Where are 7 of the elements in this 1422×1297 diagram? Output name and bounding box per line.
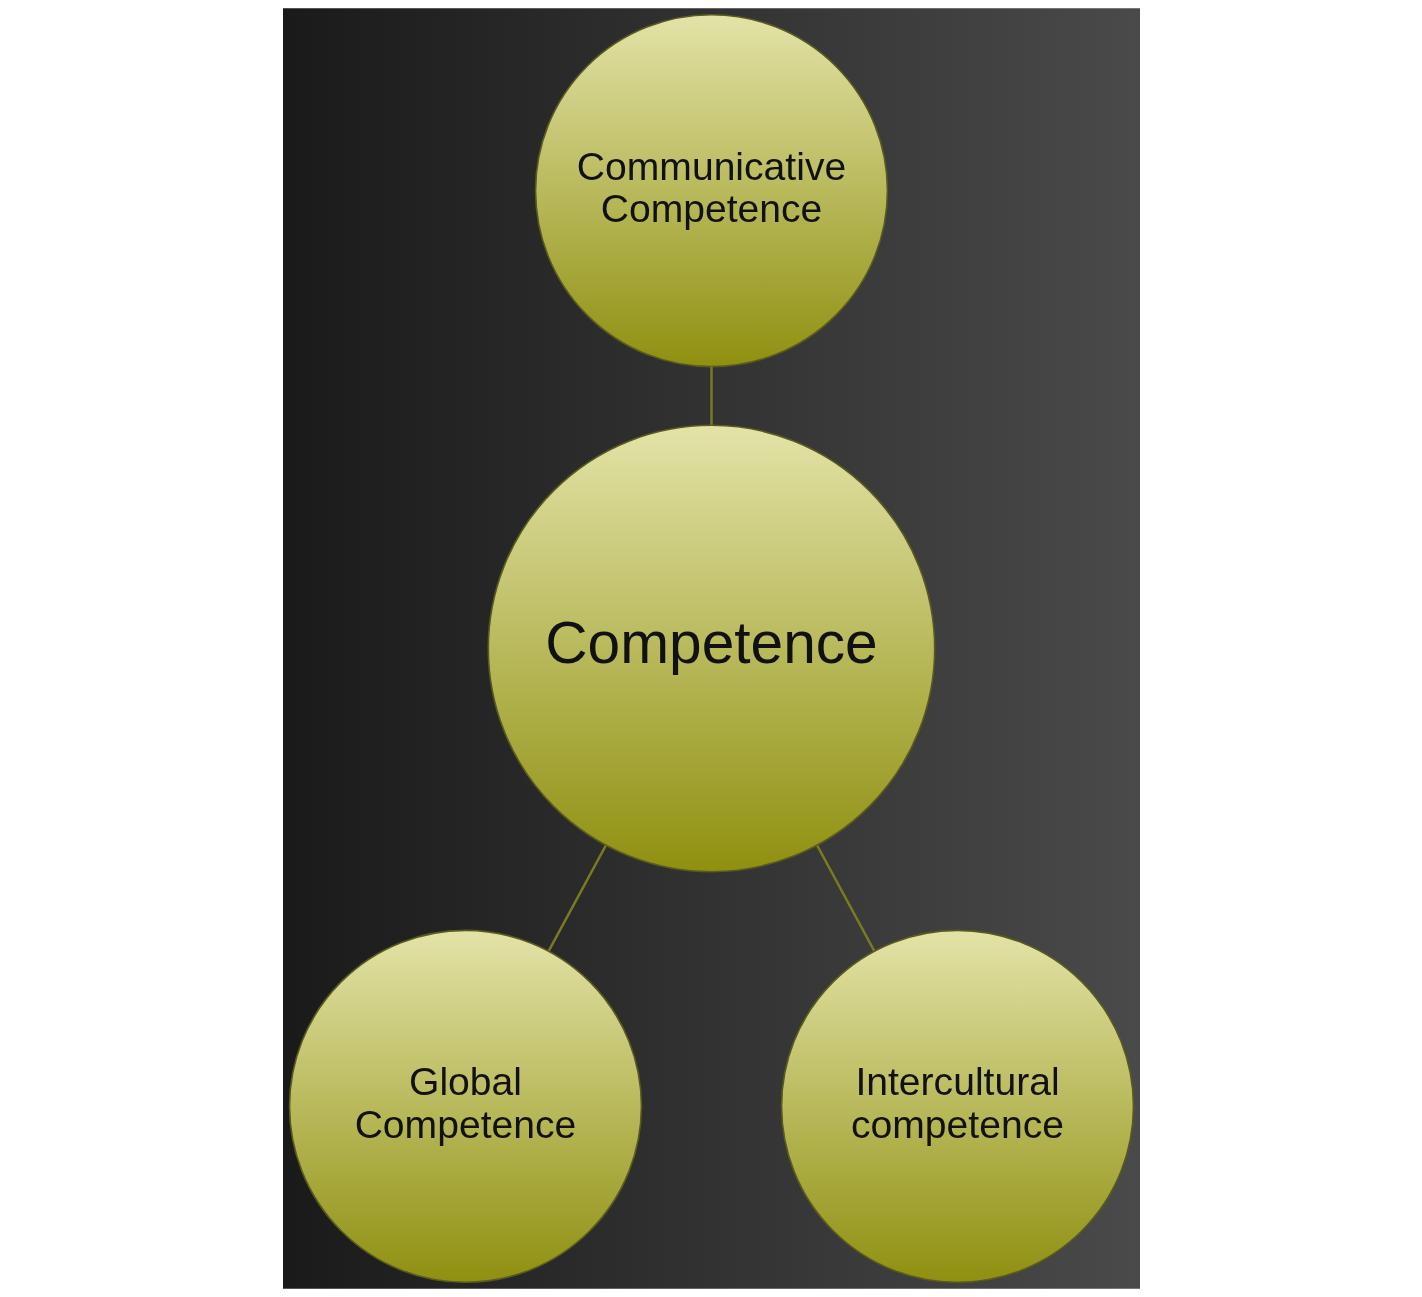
connector: [709, 366, 713, 425]
connector: [547, 844, 607, 952]
node-circle: Global Competence: [288, 929, 642, 1284]
node-circle: Communicative Competence: [534, 13, 888, 368]
node-circle: Competence: [486, 424, 936, 873]
node-circle: Intercultural competence: [780, 929, 1134, 1284]
connector: [815, 844, 875, 952]
